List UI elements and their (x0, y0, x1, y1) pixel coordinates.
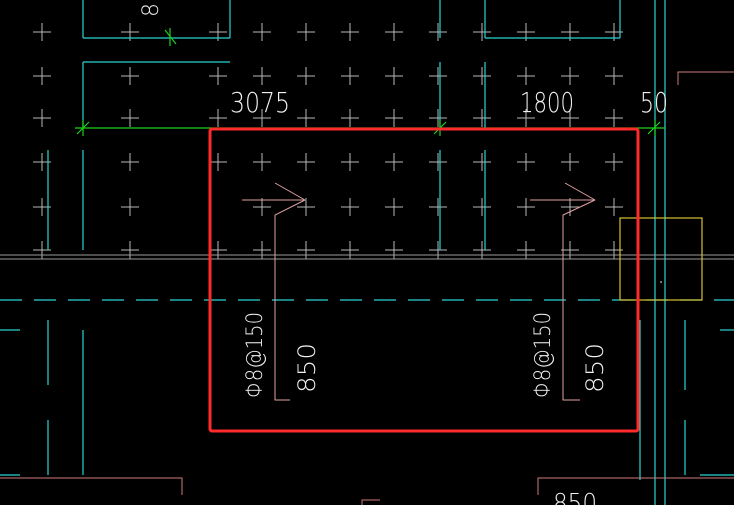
bottom-partial-label: 850 (553, 489, 597, 505)
top-partial-label: 8 (139, 3, 164, 17)
dimension-1800: 1800 (520, 86, 574, 119)
rebar-left-spec: Φ8@150 (243, 312, 268, 398)
dimension-lines (75, 28, 665, 136)
column-box[interactable] (619, 217, 703, 301)
rebar-right-spec: Φ8@150 (531, 312, 556, 398)
rebar-left-length: 850 (293, 343, 321, 393)
selection-rectangle[interactable] (208, 127, 640, 433)
rebar-right-length: 850 (581, 343, 609, 393)
rebar-left[interactable]: Φ8@150 850 (242, 182, 321, 401)
dimension-3075: 3075 (230, 86, 290, 119)
dimension-50: 50 (640, 86, 668, 119)
grid-crosses (33, 23, 623, 259)
rebar-right[interactable]: Φ8@150 850 (530, 182, 609, 401)
section-lines (0, 71, 734, 505)
